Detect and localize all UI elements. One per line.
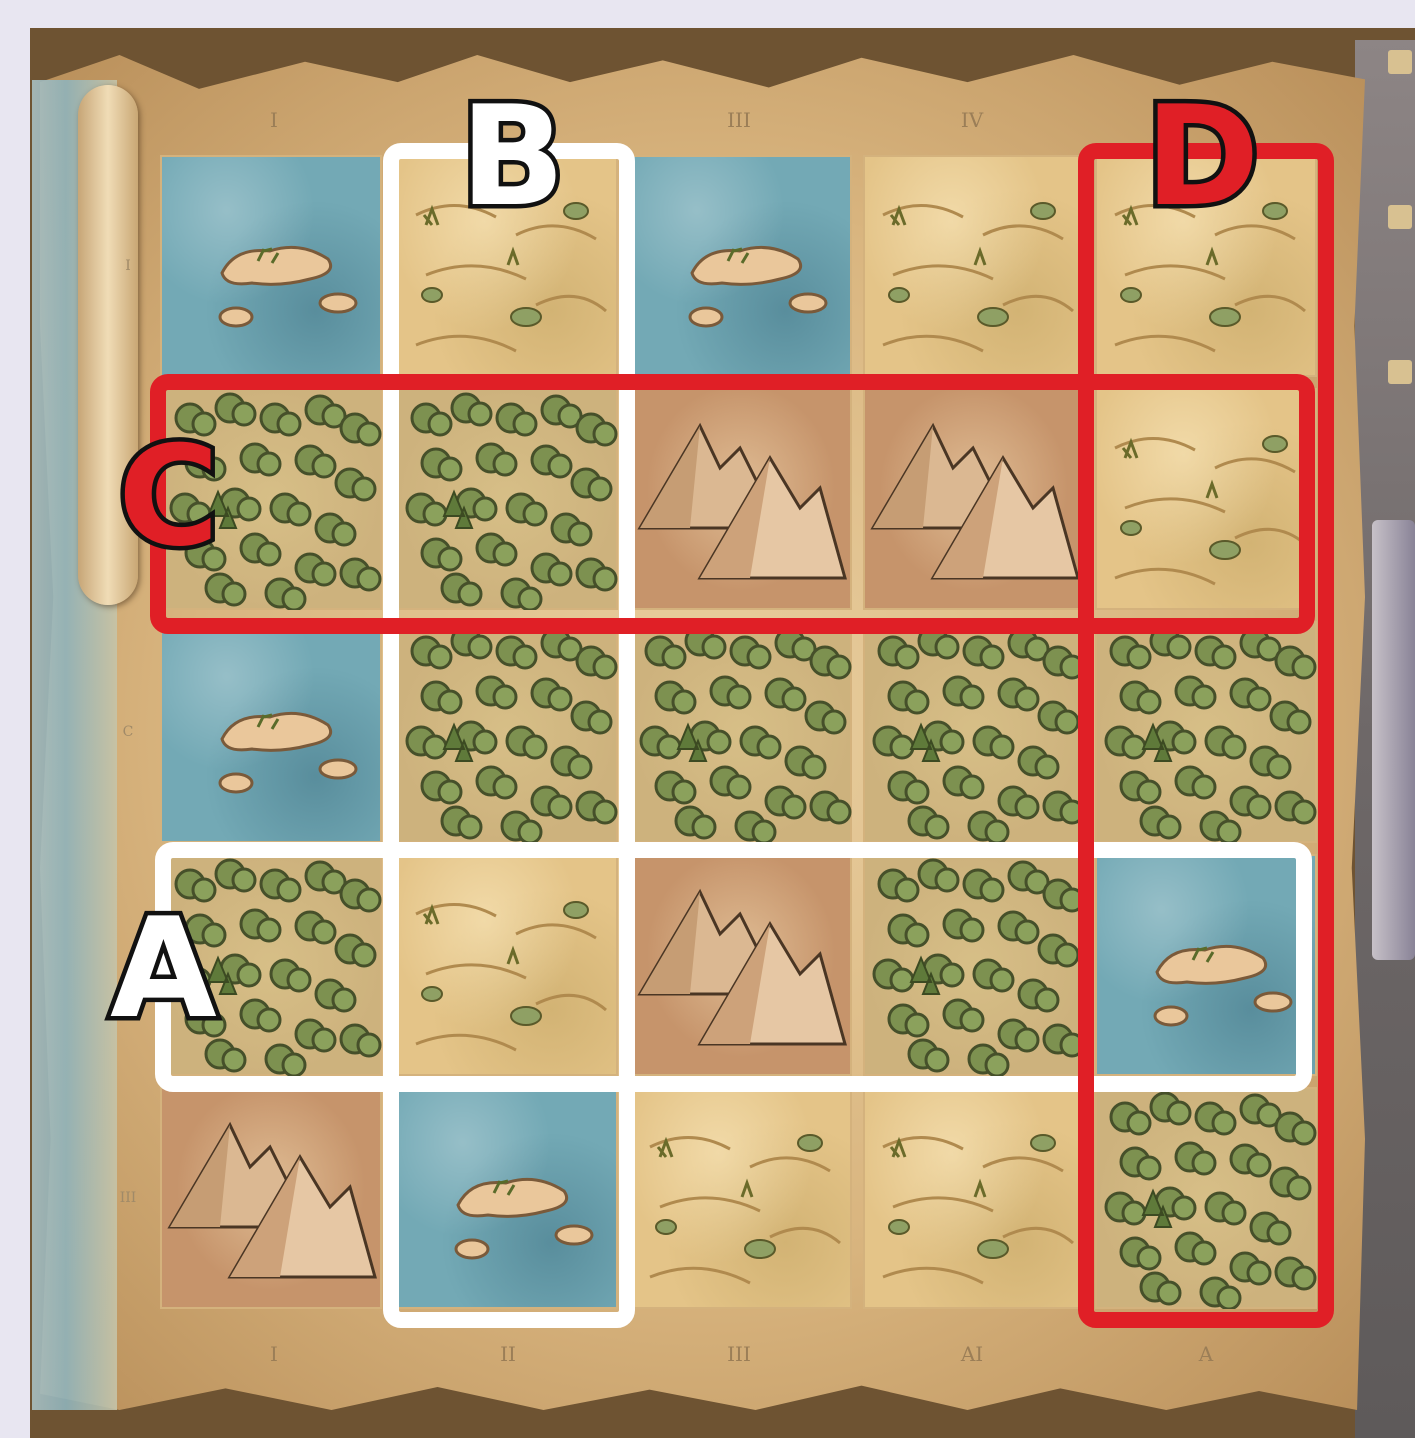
letter-d-label: D bbox=[1145, 88, 1260, 226]
column-label-bottom: III bbox=[709, 1342, 769, 1366]
sword-blade-decoration bbox=[1372, 520, 1415, 960]
column-label-top: IV bbox=[942, 108, 1002, 132]
column-label-bottom: II bbox=[478, 1342, 538, 1366]
column-label-bottom: AI bbox=[942, 1342, 1002, 1366]
water-tile bbox=[160, 155, 382, 377]
highlight-column-d bbox=[1078, 143, 1334, 1328]
highlight-column-b bbox=[383, 143, 635, 1328]
plains-tile bbox=[863, 155, 1085, 377]
column-label-top: III bbox=[709, 108, 769, 132]
side-marker bbox=[1388, 50, 1412, 74]
forest-tile bbox=[630, 621, 852, 843]
row-mark: III bbox=[118, 1190, 138, 1206]
water-tile bbox=[630, 155, 852, 377]
column-label-bottom: I bbox=[244, 1342, 304, 1366]
row-mark: I bbox=[118, 258, 138, 274]
plains-tile bbox=[863, 1087, 1085, 1309]
letter-b-label: B bbox=[460, 88, 565, 226]
letter-a-label: A bbox=[110, 900, 217, 1038]
side-marker bbox=[1388, 205, 1412, 229]
side-marker bbox=[1388, 360, 1412, 384]
column-label-top: I bbox=[244, 108, 304, 132]
mountain-tile bbox=[160, 1087, 382, 1309]
letter-c-label: C bbox=[118, 428, 219, 566]
water-tile bbox=[160, 621, 382, 843]
plains-tile bbox=[630, 1087, 852, 1309]
column-label-bottom: A bbox=[1176, 1342, 1236, 1366]
row-mark: C bbox=[118, 724, 138, 740]
forest-tile bbox=[863, 621, 1085, 843]
